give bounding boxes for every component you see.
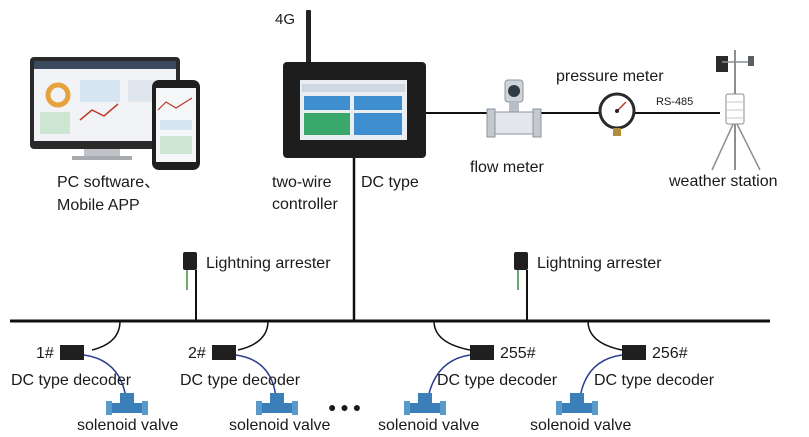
lightning-arrester-icon <box>514 252 528 270</box>
pc-label-line1: PC software、 <box>57 174 160 191</box>
decoder-id-256: 256# <box>652 345 688 362</box>
dc-type-label: DC type <box>361 174 419 191</box>
pressure-gauge-icon <box>598 92 636 136</box>
antenna-label: 4G <box>275 11 295 28</box>
weather-station-icon <box>711 50 761 171</box>
decoder-id-255: 255# <box>500 345 536 362</box>
decoder-1 <box>60 320 148 415</box>
lightning-arrester-label-left: Lightning arrester <box>206 255 331 272</box>
decoder-label-256: DC type decoder <box>594 372 715 389</box>
valve-label-256: solenoid valve <box>530 417 632 434</box>
decoder-icon <box>470 345 494 360</box>
flow-meter-icon <box>486 79 542 138</box>
flow-meter-label: flow meter <box>470 159 544 176</box>
decoder-icon <box>60 345 84 360</box>
pc-monitor-icon <box>30 57 180 160</box>
solenoid-valve-icon <box>404 393 446 415</box>
weather-station-label: weather station <box>668 173 778 190</box>
solenoid-valve-icon <box>106 393 148 415</box>
controller-label-line1: two-wire <box>272 174 332 191</box>
decoder-id-1: 1# <box>36 345 54 362</box>
solenoid-valve-icon <box>256 393 298 415</box>
valve-label-2: solenoid valve <box>229 417 331 434</box>
lightning-arrester-icon <box>183 252 197 270</box>
solenoid-valve-icon <box>556 393 598 415</box>
antenna-icon <box>306 10 311 66</box>
valve-label-255: solenoid valve <box>378 417 480 434</box>
pressure-meter-label: pressure meter <box>556 68 664 85</box>
decoder-icon <box>622 345 646 360</box>
mobile-phone-icon <box>152 80 200 170</box>
pc-label-line2: Mobile APP <box>57 197 140 214</box>
controller-panel-icon <box>283 62 426 158</box>
decoder-id-2: 2# <box>188 345 206 362</box>
lightning-arrester-label-right: Lightning arrester <box>537 255 662 272</box>
more-decoders-ellipsis: ● ● ● <box>328 399 361 415</box>
valve-label-1: solenoid valve <box>77 417 179 434</box>
decoder-256 <box>556 320 646 415</box>
decoder-2 <box>212 320 298 415</box>
rs485-label: RS-485 <box>656 96 693 108</box>
lightning-arrester-left <box>183 252 197 321</box>
lightning-arrester-right <box>514 252 528 321</box>
decoder-label-1: DC type decoder <box>11 372 132 389</box>
decoder-label-255: DC type decoder <box>437 372 558 389</box>
decoder-icon <box>212 345 236 360</box>
decoder-255 <box>404 320 494 415</box>
controller-label-line2: controller <box>272 196 338 213</box>
decoder-label-2: DC type decoder <box>180 372 301 389</box>
